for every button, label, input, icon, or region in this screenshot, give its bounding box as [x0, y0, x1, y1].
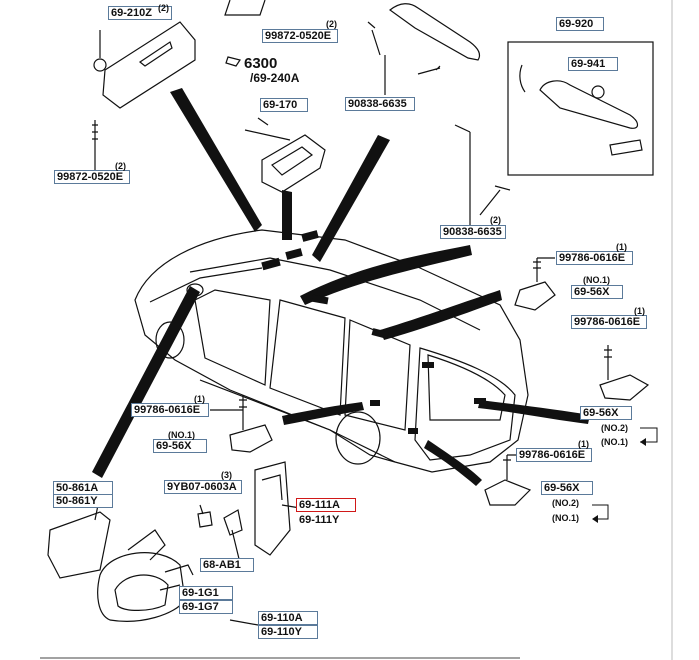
callout-99786-0616E-r2[interactable]: 99786-0616E — [571, 315, 647, 329]
callout-90838-6635-top[interactable]: 90838-6635 — [345, 97, 415, 111]
callout-69-210Z[interactable]: 69-210Z — [108, 6, 172, 20]
hook-right-3 — [484, 479, 532, 506]
pointer-mirror — [282, 190, 292, 240]
qty-label: (1) — [578, 439, 589, 449]
callout-69-920[interactable]: 69-920 — [556, 17, 604, 31]
pointer-handle-top — [312, 135, 390, 262]
van-windshield — [149, 267, 263, 303]
callout-69-110Y[interactable]: 69-110Y — [258, 625, 318, 639]
hook-right-1 — [514, 281, 556, 311]
van-roofline — [189, 257, 481, 331]
callout-50-861Y[interactable]: 50-861Y — [53, 494, 113, 508]
qty-label: (2) — [490, 215, 501, 225]
qty-label: (1) — [194, 394, 205, 404]
callout-99872-0520E-top[interactable]: 99872-0520E — [262, 29, 338, 43]
pointer-handle-right — [300, 245, 472, 305]
callout-99786-0616E-left[interactable]: 99786-0616E — [131, 403, 209, 417]
callout-9YB07-0603A[interactable]: 9YB07-0603A — [164, 480, 242, 494]
grab-handle-upper — [389, 3, 481, 61]
callout-68-AB1[interactable]: 68-AB1 — [200, 558, 254, 572]
position-label: (NO.1) — [601, 437, 628, 447]
position-label: (NO.1) — [168, 430, 195, 440]
pointer-hook-right-1 — [380, 290, 502, 340]
pointer-hook-right-2 — [478, 400, 590, 424]
callout-69-56X-r1[interactable]: 69-56X — [571, 285, 623, 299]
position-label: (NO.2) — [601, 423, 628, 433]
callout-69-111Y[interactable]: 69-111Y — [296, 513, 356, 527]
callout-69-170[interactable]: 69-170 — [260, 98, 308, 112]
grab-handle-box — [507, 41, 654, 176]
pointer-visor — [170, 88, 262, 232]
hook-left — [229, 424, 273, 453]
pointer-door-mirror — [92, 286, 200, 478]
pointer-hook-right-3 — [424, 440, 482, 486]
callout-69-111A[interactable]: 69-111A — [296, 498, 356, 512]
van-rear-hatch — [414, 347, 516, 461]
qty-label: (3) — [221, 470, 232, 480]
position-label: (NO.1) — [552, 513, 579, 523]
label-6300: 6300 — [244, 55, 278, 72]
pointer-hook-left — [282, 402, 364, 425]
door-garnish — [254, 461, 291, 556]
hook-right-2 — [599, 374, 650, 401]
qty-label: (2) — [115, 161, 126, 171]
callout-99786-0616E-r3[interactable]: 99786-0616E — [516, 448, 592, 462]
van-front-wheel — [155, 321, 185, 359]
rear-view-mirror — [261, 134, 326, 193]
grab-handle-right — [539, 80, 639, 129]
qty-label: (1) — [634, 306, 645, 316]
van-rear-side-window — [344, 319, 411, 431]
callout-99786-0616E-r1[interactable]: 99786-0616E — [556, 251, 633, 265]
door-mirror-glass — [97, 552, 186, 622]
van-rear-wheel — [335, 411, 381, 465]
van-sliding-door — [269, 299, 346, 416]
callout-50-861A[interactable]: 50-861A — [53, 481, 113, 495]
label-69-240A: /69-240A — [250, 71, 300, 85]
qty-label: (2) — [158, 3, 169, 13]
van-front-door — [194, 289, 271, 386]
position-label: (NO.2) — [552, 498, 579, 508]
callout-69-56X-r3[interactable]: 69-56X — [541, 481, 593, 495]
callout-69-56X-r2[interactable]: 69-56X — [580, 406, 632, 420]
position-label: (NO.1) — [583, 275, 610, 285]
callout-69-56X-left[interactable]: 69-56X — [153, 439, 207, 453]
callout-69-110A[interactable]: 69-110A — [258, 611, 318, 625]
callout-90838-6635-right[interactable]: 90838-6635 — [440, 225, 506, 239]
callout-69-1G1[interactable]: 69-1G1 — [179, 586, 233, 600]
callout-69-1G7[interactable]: 69-1G7 — [179, 600, 233, 614]
qty-label: (2) — [326, 19, 337, 29]
door-mirror-cover — [47, 511, 111, 579]
sun-visor — [102, 21, 196, 109]
van-body-outline — [134, 229, 529, 473]
qty-label: (1) — [616, 242, 627, 252]
callout-99872-0520E-left[interactable]: 99872-0520E — [54, 170, 130, 184]
callout-69-941[interactable]: 69-941 — [568, 57, 618, 71]
